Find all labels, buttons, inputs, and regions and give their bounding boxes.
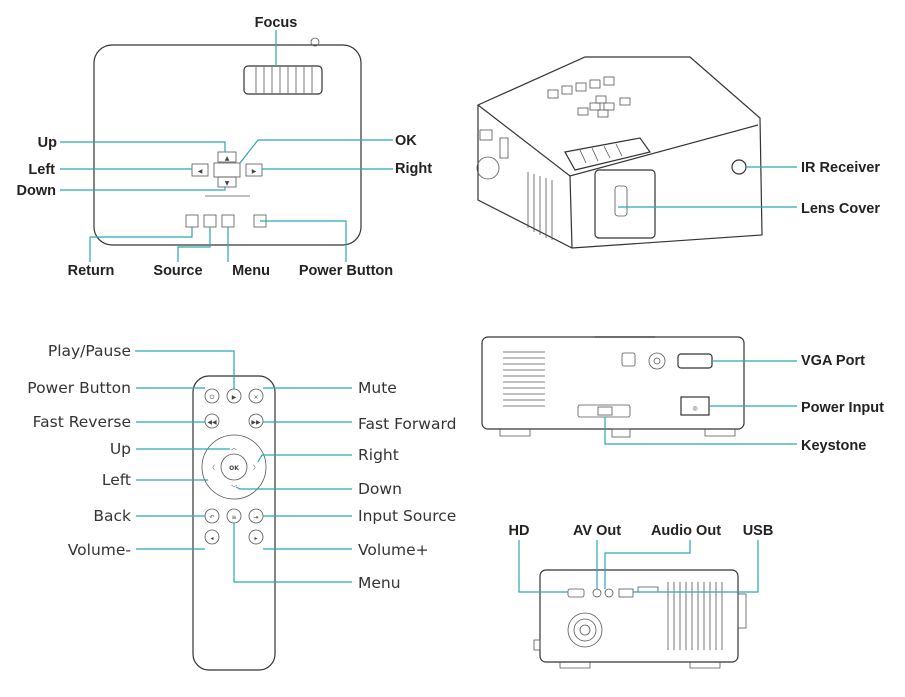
svg-text:▶: ▶ [252,168,257,175]
svg-text:▼: ▼ [225,180,230,187]
svg-text:◂: ◂ [210,535,213,542]
left-label: Left [28,162,55,178]
audio-out-label: Audio Out [651,523,721,539]
lens-cover-label: Lens Cover [801,201,880,217]
power-input-label: Power Input [801,400,884,416]
keystone-label: Keystone [801,438,866,454]
svg-text:〈: 〈 [209,465,215,472]
svg-text:×: × [253,394,258,401]
remote-menu-label: Menu [358,574,401,592]
hd-label: HD [509,523,530,539]
svg-text:◀◀: ◀◀ [207,419,217,426]
svg-text:⏻: ⏻ [210,394,215,401]
side-panel-projector [533,569,747,669]
svg-text:︿: ︿ [231,445,237,452]
remote-down-label: Down [358,480,402,498]
play-pause-label: Play/Pause [48,342,131,360]
svg-text:▲: ▲ [225,155,230,162]
usb-label: USB [743,523,774,539]
input-source-label: Input Source [358,507,456,525]
fast-reverse-label: Fast Reverse [33,413,131,431]
source-label: Source [153,263,202,279]
mute-label: Mute [358,379,397,397]
right-label: Right [395,161,432,177]
remote-ok-key: OK [229,465,239,472]
remote-left-label: Left [102,471,131,489]
svg-text:﹀: ﹀ [231,485,237,492]
remote-power-label: Power Button [27,379,131,397]
svg-text:◀: ◀ [198,168,203,175]
svg-text:◎: ◎ [692,405,697,412]
remote-up-label: Up [110,440,131,458]
back-label: Back [93,507,131,525]
av-out-label: AV Out [573,523,621,539]
menu-label: Menu [232,263,270,279]
svg-text:⇥: ⇥ [253,514,258,521]
svg-text:↶: ↶ [209,514,214,521]
power-button-label: Power Button [299,263,393,279]
ir-receiver-label: IR Receiver [801,160,880,176]
perspective-projector [476,56,763,249]
svg-text:▶▶: ▶▶ [251,419,261,426]
remote-right-label: Right [358,446,399,464]
volume-minus-label: Volume- [68,541,131,559]
ok-label: OK [395,133,417,149]
rear-panel-projector: ◎ [481,336,745,438]
volume-plus-label: Volume+ [358,541,429,559]
svg-text:▸: ▸ [254,535,257,542]
top-dpad: ▲ ▼ ◀ ▶ [191,151,263,188]
down-label: Down [17,183,56,199]
fast-forward-label: Fast Forward [358,415,456,433]
vga-port-label: VGA Port [801,353,865,369]
svg-text:≡: ≡ [231,514,236,521]
return-label: Return [68,263,115,279]
svg-text:▶: ▶ [232,394,237,401]
svg-text:〉: 〉 [253,465,259,472]
up-label: Up [38,135,57,151]
focus-label: Focus [255,15,298,31]
